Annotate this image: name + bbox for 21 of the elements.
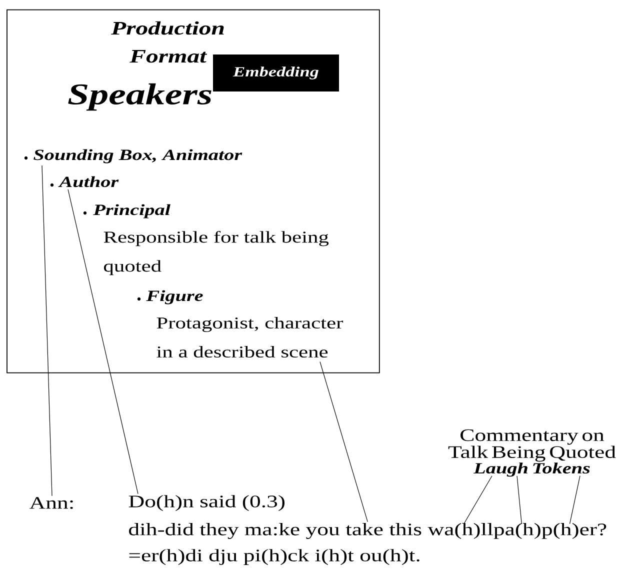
- leader-line: [68, 189, 138, 494]
- leader-line: [516, 476, 522, 524]
- node-label: Principal: [93, 204, 170, 218]
- transcript-line: dih-did they ma:ke you take this wa(h)llpa(h)p(h)er?: [129, 523, 606, 539]
- transcript-line: =er(h)di dju pi(h)ck i(h)t ou(h)t.: [129, 549, 420, 565]
- list-item: Author: [50, 176, 119, 188]
- list-item: Principal Responsible for talk being quoted: [83, 204, 329, 276]
- speaker-label: Ann:: [29, 497, 73, 509]
- list-item: Figure Protagonist, character in a described scene: [137, 290, 344, 358]
- node-label: Protagonist, character in a described scene: [156, 316, 344, 358]
- node-label: Figure: [146, 290, 203, 304]
- leader-line: [320, 361, 368, 522]
- node-label: Responsible for talk being quoted: [104, 230, 329, 276]
- heading-text: Speakers: [68, 83, 212, 111]
- list-item: Sounding Box, Animator: [24, 149, 242, 164]
- leader-line: [42, 165, 52, 496]
- annotation-text: Commentary on Talk Being Quoted Laugh Tokens: [448, 429, 616, 477]
- transcript-line: Do(h)n said (0.3): [128, 495, 284, 511]
- leader-line: [569, 476, 580, 524]
- leader-line: [464, 476, 492, 524]
- label-box: Embedding: [213, 54, 339, 92]
